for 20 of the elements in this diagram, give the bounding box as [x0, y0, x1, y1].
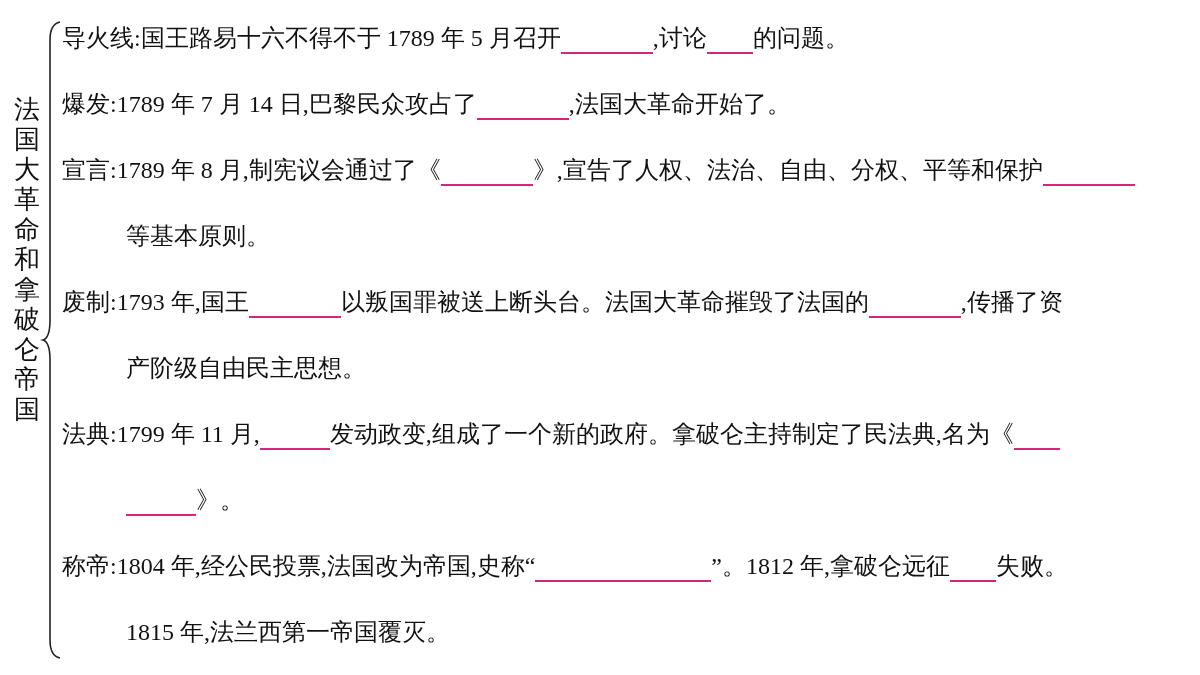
question-text: 》,宣告了人权、法治、自由、分权、平等和保护	[532, 156, 1043, 185]
question-text: 宣言:1789 年 8 月,制宪议会通过了《	[62, 156, 441, 185]
question-text: 导火线:国王路易十六不得不于 1789 年 5 月召开	[62, 24, 561, 53]
question-text: 失败。	[996, 552, 1068, 581]
question-text: ,讨论	[652, 24, 707, 53]
question-text: ”。1812 年,拿破仑远征	[711, 552, 950, 581]
question-text: 以叛国罪被送上断头台。法国大革命摧毁了法国的	[340, 288, 869, 317]
question-text: 称帝:1804 年,经公民投票,法国改为帝国,史称“	[62, 552, 536, 581]
question-text: 1815 年,法兰西第一帝国覆灭。	[126, 618, 450, 647]
question-text: 的问题。	[752, 24, 849, 53]
question-text: ,法国大革命开始了。	[568, 90, 791, 119]
question-text: 发动政变,组成了一个新的政府。拿破仑主持制定了民法典,名为《	[329, 420, 1014, 449]
question-text: 爆发:1789 年 7 月 14 日,巴黎民众攻占了	[62, 90, 477, 119]
question-text: 产阶级自由民主思想。	[126, 354, 366, 383]
question-text: 》。	[196, 486, 244, 515]
question-text: 法典:1799 年 11 月,	[62, 420, 260, 449]
vertical-title: 法国大革命和拿破仑帝国	[14, 95, 41, 425]
question-text: 等基本原则。	[126, 222, 270, 251]
question-text: 废制:1793 年,国王	[62, 288, 249, 317]
question-text: ,传播了资	[960, 288, 1063, 317]
